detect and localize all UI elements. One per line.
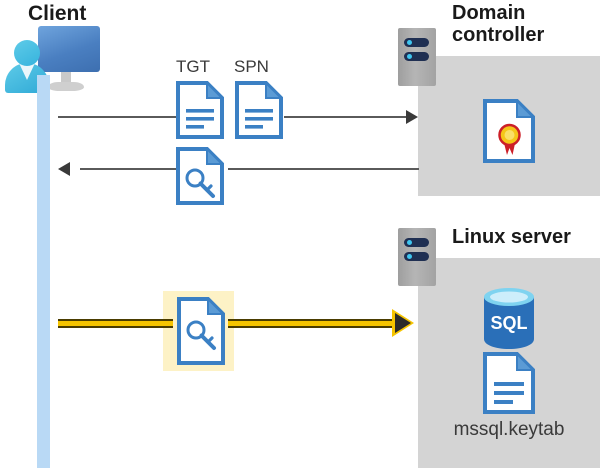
domain-controller-server-rack-icon xyxy=(398,28,436,86)
request-arrow-segment-right xyxy=(284,116,408,118)
server-led-icon xyxy=(407,54,412,59)
server-bay-icon xyxy=(404,38,429,47)
certificate-document-icon xyxy=(483,99,535,163)
service-ticket-arrowhead-icon xyxy=(395,313,411,333)
request-arrowhead-icon xyxy=(406,110,418,124)
client-lifeline xyxy=(37,75,50,468)
server-led-icon xyxy=(407,254,412,259)
client-user-monitor-icon xyxy=(4,26,100,100)
monitor-base-icon xyxy=(48,82,84,91)
sql-database-icon: SQL xyxy=(478,285,540,356)
service-ticket-arrow-segment-left xyxy=(58,319,173,328)
monitor-neck-icon xyxy=(61,72,71,84)
keytab-document-icon xyxy=(483,352,535,414)
dc-title-line1: Domain xyxy=(452,2,526,24)
linux-server-title: Linux server xyxy=(452,226,571,248)
response-arrowhead-icon xyxy=(58,162,70,176)
sql-label: SQL xyxy=(490,313,527,333)
linux-server-rack-icon xyxy=(398,228,436,286)
keytab-filename-label: mssql.keytab xyxy=(453,419,565,440)
request-arrow-segment-left xyxy=(58,116,176,118)
spn-document-icon xyxy=(235,81,283,139)
client-title: Client xyxy=(28,2,87,25)
response-arrow-segment-right xyxy=(228,168,419,170)
server-led-icon xyxy=(407,240,412,245)
person-head-icon xyxy=(14,40,40,66)
monitor-screen-icon xyxy=(38,26,100,72)
service-ticket-key-document-icon xyxy=(177,297,225,365)
server-led-icon xyxy=(407,40,412,45)
tgt-document-icon xyxy=(176,81,224,139)
spn-label: SPN xyxy=(234,57,269,76)
response-arrow-segment-left xyxy=(80,168,176,170)
key-document-icon xyxy=(176,147,224,205)
dc-title-line2: controller xyxy=(452,24,545,47)
server-bay-icon xyxy=(404,252,429,261)
tgt-label: TGT xyxy=(176,57,210,76)
server-bay-icon xyxy=(404,238,429,247)
person-collar-icon xyxy=(19,63,35,80)
service-ticket-arrow-segment-right xyxy=(228,319,400,328)
server-bay-icon xyxy=(404,52,429,61)
